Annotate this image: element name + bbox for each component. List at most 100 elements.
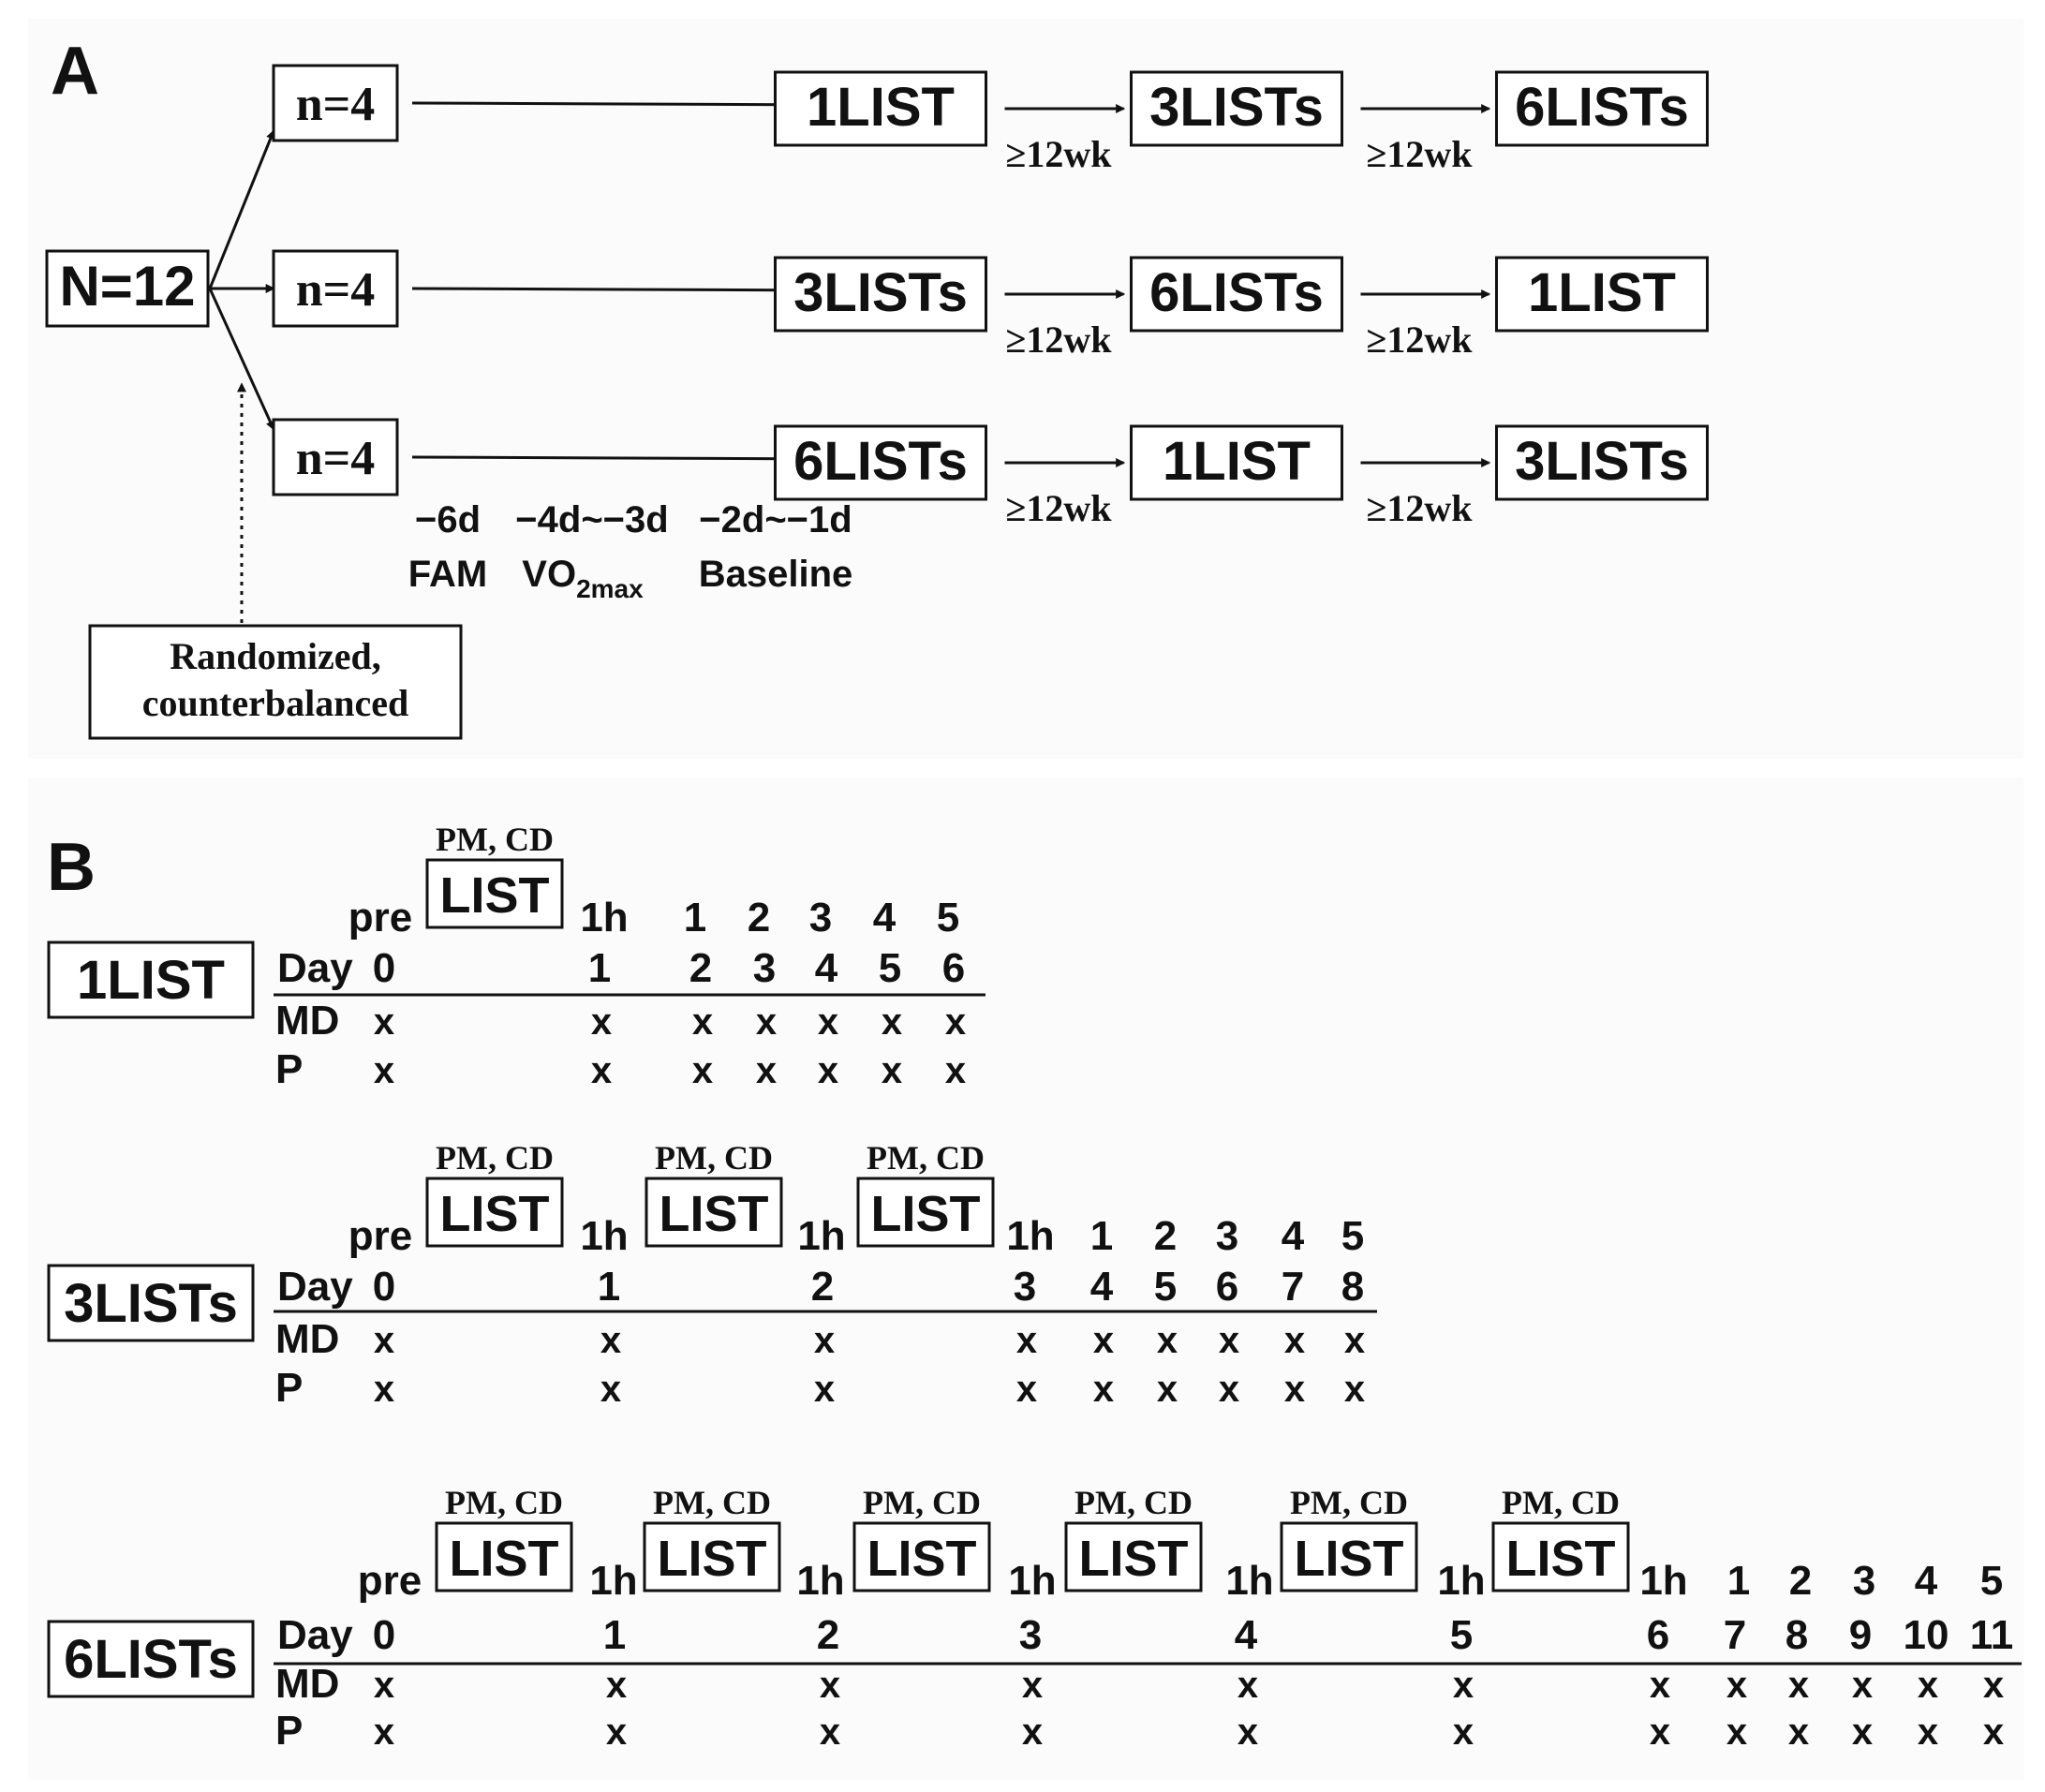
- condition-box-1-2: [1130, 70, 1343, 147]
- row-3-MD-mark-4: x: [1022, 1665, 1043, 1706]
- row-3-condition-label: 6LISTs: [64, 1629, 238, 1690]
- row-1-list-label-1: LIST: [440, 867, 550, 924]
- row-3-list-box-1: [435, 1521, 573, 1592]
- washout-label-2-1: ≥12wk: [1005, 318, 1112, 361]
- row-3-day-2: 2: [817, 1612, 839, 1658]
- row-3-P-mark-3: x: [820, 1711, 840, 1753]
- row-1-P-mark-5: x: [818, 1050, 838, 1091]
- row-2-measure-MD: MD: [275, 1316, 339, 1362]
- row-2-list-label-2: LIST: [659, 1186, 769, 1242]
- row-3-hour-label-2: 1h: [796, 1558, 844, 1604]
- row-2-condition-label: 3LISTs: [64, 1273, 238, 1334]
- row-3-MD-mark-12: x: [1983, 1665, 2004, 1706]
- condition-box-2-2: [1130, 256, 1343, 333]
- row-2-post-day-5: 5: [1341, 1213, 1364, 1259]
- row-2-P-mark-3: x: [814, 1369, 835, 1410]
- condition-box-3-2: [1130, 424, 1343, 501]
- row-2-post-day-4: 4: [1282, 1213, 1305, 1259]
- row-3-P-mark-2: x: [606, 1711, 627, 1753]
- row-1-MD-mark-5: x: [818, 1001, 838, 1043]
- row-2-MD-mark-9: x: [1344, 1320, 1365, 1361]
- row-3-list-label-6: LIST: [1506, 1531, 1616, 1587]
- row-3-day-1: 1: [603, 1612, 626, 1658]
- condition-label-2-2: 6LISTs: [1149, 262, 1324, 323]
- row-3-MD-mark-1: x: [374, 1665, 394, 1706]
- washout-label-2-2: ≥12wk: [1366, 318, 1473, 361]
- row-3-day-0: 0: [373, 1612, 395, 1658]
- condition-label-3-3: 3LISTs: [1515, 431, 1689, 492]
- row-1-post-day-5: 5: [937, 895, 959, 940]
- row-2-day-0: 0: [373, 1264, 395, 1310]
- row-2-post-day-1: 1: [1090, 1213, 1113, 1259]
- row-2-MD-mark-2: x: [600, 1320, 621, 1361]
- row-3-list-label-5: LIST: [1295, 1531, 1404, 1587]
- row-2-P-mark-6: x: [1157, 1369, 1178, 1410]
- group-arrow-1: [411, 99, 845, 110]
- row-3-MD-mark-3: x: [820, 1665, 840, 1706]
- condition-label-3-1: 6LISTs: [793, 431, 968, 492]
- row-3-day-label: Day: [277, 1612, 353, 1658]
- row-2-P-mark-8: x: [1284, 1369, 1305, 1410]
- row-2-P-mark-5: x: [1093, 1369, 1114, 1410]
- row-1-P-mark-3: x: [692, 1050, 713, 1091]
- row-2-condition-box: [47, 1264, 255, 1342]
- row-2-day-2: 2: [811, 1264, 834, 1310]
- row-3-P-mark-6: x: [1453, 1711, 1474, 1753]
- row-3-measures-label-2: PM, CD: [653, 1484, 771, 1521]
- row-3-measure-P: P: [275, 1708, 303, 1754]
- row-2-day-1: 1: [598, 1264, 620, 1310]
- row-2-hour-label-2: 1h: [797, 1213, 845, 1259]
- row-1-day-1: 1: [588, 945, 611, 991]
- row-2-day-4: 4: [1090, 1264, 1114, 1310]
- row-1-P-mark-1: x: [374, 1050, 394, 1091]
- row-2-P-mark-7: x: [1219, 1369, 1239, 1410]
- row-1-P-mark-7: x: [945, 1050, 966, 1091]
- row-3-list-box-3: [852, 1521, 991, 1592]
- row-2-MD-mark-3: x: [814, 1320, 835, 1361]
- row-3-measures-label-3: PM, CD: [863, 1484, 981, 1521]
- washout-label-3-2: ≥12wk: [1366, 487, 1473, 529]
- row-2-day-6: 6: [1216, 1264, 1238, 1310]
- condition-box-1-3: [1495, 70, 1709, 147]
- row-3-MD-mark-7: x: [1650, 1665, 1670, 1706]
- row-3-list-label-2: LIST: [658, 1531, 767, 1587]
- row-2-list-box-3: [856, 1177, 995, 1248]
- row-1-MD-mark-3: x: [692, 1001, 713, 1043]
- row-1-day-3: 3: [753, 945, 776, 991]
- randomization-note-box: [88, 624, 463, 740]
- row-1-P-mark-6: x: [882, 1050, 902, 1091]
- row-3-day-3: 3: [1019, 1612, 1042, 1658]
- group-n-label-2: n=4: [296, 263, 376, 317]
- row-2-measures-label-3: PM, CD: [867, 1139, 985, 1177]
- row-1-pre-label: pre: [348, 895, 412, 940]
- randomization-arrow-1: [208, 129, 275, 289]
- row-3-P-mark-10: x: [1852, 1711, 1873, 1753]
- row-3-condition-box: [47, 1620, 255, 1698]
- row-3-measures-label-1: PM, CD: [445, 1484, 563, 1521]
- row-2-MD-mark-1: x: [374, 1320, 394, 1361]
- row-3-day-11: 11: [1970, 1612, 2014, 1658]
- row-3-day-7: 7: [1724, 1612, 1746, 1658]
- row-1-condition-box: [47, 940, 255, 1019]
- row-3-day-6: 6: [1647, 1612, 1669, 1658]
- row-2-measures-label-1: PM, CD: [436, 1139, 554, 1177]
- condition-box-2-3: [1495, 256, 1709, 333]
- row-2-pre-label: pre: [348, 1213, 412, 1259]
- row-3-MD-mark-10: x: [1852, 1665, 1873, 1706]
- panel-a-label: A: [51, 34, 99, 109]
- randomization-note-line2: counterbalanced: [142, 682, 408, 724]
- row-3-hour-label-3: 1h: [1008, 1558, 1056, 1604]
- timeline-day-3: −2d~−1d: [699, 499, 852, 541]
- row-3-MD-mark-9: x: [1788, 1665, 1809, 1706]
- condition-label-1-2: 3LISTs: [1149, 77, 1324, 138]
- row-1-day-5: 5: [879, 945, 901, 991]
- panel-b-background: [28, 778, 2023, 1780]
- row-3-list-box-5: [1280, 1521, 1418, 1592]
- row-1-day-label: Day: [277, 945, 353, 991]
- row-2-list-box-1: [425, 1177, 564, 1248]
- condition-box-1-1: [774, 70, 987, 147]
- row-2-P-mark-9: x: [1344, 1369, 1365, 1410]
- row-1-day-6: 6: [942, 945, 965, 991]
- row-2-P-mark-1: x: [374, 1369, 394, 1410]
- row-2-MD-mark-8: x: [1284, 1320, 1305, 1361]
